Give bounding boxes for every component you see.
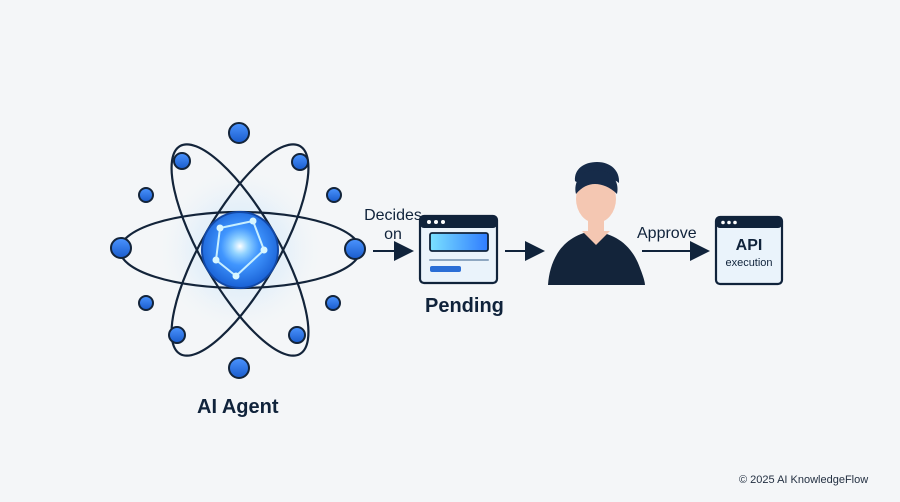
copyright-text: © 2025 AI KnowledgeFlow [739,474,869,486]
person-icon [548,162,645,285]
atom-icon [110,122,366,379]
pending-label: Pending [425,295,504,317]
api-subtitle: execution [725,257,773,269]
browser-window-icon [418,214,499,285]
agent-label: AI Agent [197,396,279,418]
decides-line-2: on [384,226,402,243]
api-window-icon [714,215,784,286]
decides-line-1: Decides [364,207,422,224]
decides-label: Decides on [357,206,429,244]
approve-label: Approve [637,225,697,242]
api-title: API [735,237,763,254]
